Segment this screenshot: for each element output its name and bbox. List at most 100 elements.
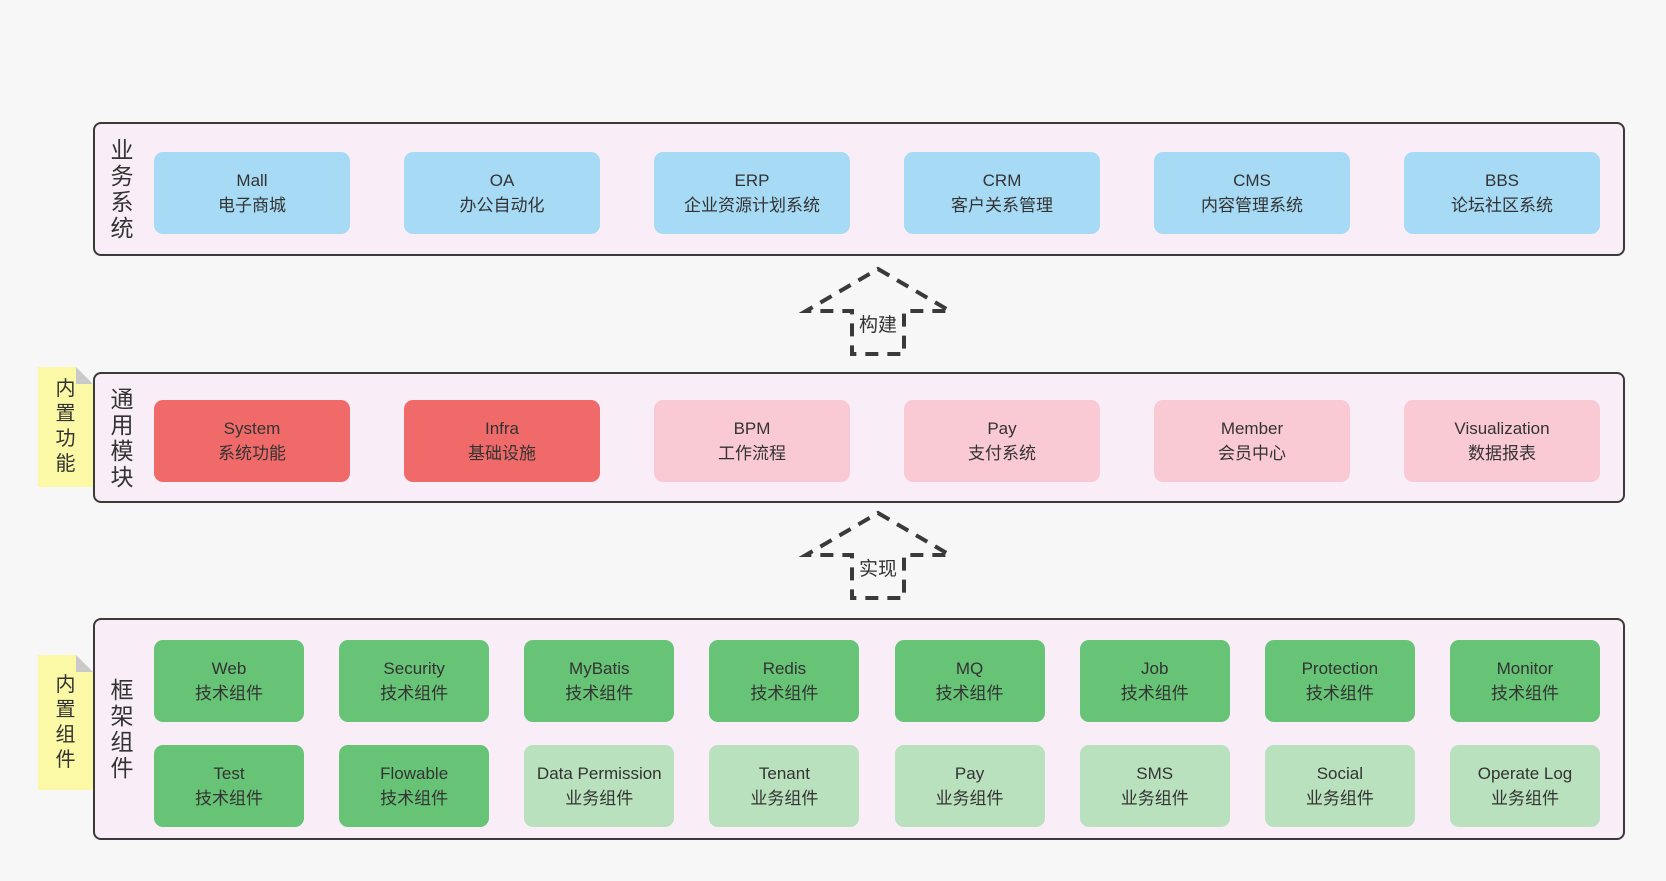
box-title: Visualization [1454,419,1550,438]
box-subtitle: 电子商城 [218,196,286,215]
box-subtitle: 业务组件 [750,789,819,808]
box-subtitle: 技术组件 [1490,684,1559,703]
box-subtitle: 技术组件 [195,684,263,703]
section-components-label: 框架组件 [110,677,134,781]
box-subtitle: 技术组件 [380,684,449,703]
box-member: Member 会员中心 [1154,400,1350,482]
implement-arrow-label-bg [854,554,902,582]
box-security: Security 技术组件 [339,640,490,722]
box-subtitle: 内容管理系统 [1201,196,1303,215]
box-title: Redis [762,659,807,678]
box-tenant: Tenant 业务组件 [709,745,860,827]
box-subtitle: 数据报表 [1468,444,1536,463]
box-infra: Infra 基础设施 [404,400,600,482]
box-subtitle: 业务组件 [1490,789,1559,808]
box-web: Web 技术组件 [154,640,304,722]
box-title: System [223,419,281,438]
box-mall: Mall 电子商城 [154,152,350,234]
box-subtitle: 业务组件 [1305,789,1374,808]
sticky-note-builtin-features: 内置功能 [38,367,93,487]
box-sms: SMS 业务组件 [1079,745,1230,827]
box-title: Data Permission [536,764,662,783]
box-flowable: Flowable 技术组件 [339,745,490,827]
box-visualization: Visualization 数据报表 [1404,400,1600,482]
box-mybatis: MyBatis 技术组件 [524,640,675,722]
implement-arrow-label: 实现 [859,558,897,580]
box-title: BBS [1484,171,1520,190]
box-subtitle: 会员中心 [1218,444,1286,463]
sticky-builtin-features-label: 内置功能 [55,378,76,475]
box-title: Member [1220,419,1284,438]
box-title: Infra [484,419,520,438]
box-subtitle: 论坛社区系统 [1451,196,1553,215]
box-title: Operate Log [1477,764,1573,783]
box-subtitle: 技术组件 [195,789,263,808]
box-title: Pay [954,764,985,783]
box-subtitle: 办公自动化 [459,196,545,215]
box-subtitle: 业务组件 [935,789,1004,808]
build-arrow-label: 构建 [859,314,897,336]
box-title: Protection [1301,659,1379,678]
box-title: MQ [955,659,984,678]
box-title: Social [1316,764,1363,783]
box-pay-component: Pay 业务组件 [894,745,1045,827]
box-erp: ERP 企业资源计划系统 [654,152,850,234]
box-title: ERP [734,171,770,190]
box-subtitle: 基础设施 [468,444,536,463]
box-subtitle: 业务组件 [565,789,634,808]
box-title: MyBatis [569,659,630,678]
box-bbs: BBS 论坛社区系统 [1404,152,1600,234]
section-common-modules: 通用模块 System 系统功能 Infra 基础设施 BPM 工作流程 Pay… [93,372,1625,503]
box-title: Monitor [1496,659,1554,678]
business-row: Mall 电子商城 OA 办公自动化 ERP 企业资源计划系统 CRM 客户关系… [154,152,1600,234]
box-title: Security [383,659,445,678]
box-subtitle: 客户关系管理 [951,196,1053,215]
box-mq: MQ 技术组件 [894,640,1045,722]
build-arrow-label-bg [854,310,902,338]
box-title: OA [489,171,515,190]
box-job: Job 技术组件 [1079,640,1230,722]
box-subtitle: 技术组件 [1120,684,1189,703]
box-protection: Protection 技术组件 [1264,640,1415,722]
box-operate-log: Operate Log 业务组件 [1449,745,1600,827]
box-subtitle: 工作流程 [718,444,786,463]
box-title: Tenant [758,764,810,783]
box-test: Test 技术组件 [154,745,304,827]
box-crm: CRM 客户关系管理 [904,152,1100,234]
box-title: BPM [733,419,771,438]
box-title: Job [1140,659,1169,678]
box-subtitle: 系统功能 [218,444,286,463]
sticky-note-builtin-components: 内置组件 [38,655,93,790]
components-row-2: Test 技术组件 Flowable 技术组件 Data Permission … [154,745,1600,827]
box-subtitle: 企业资源计划系统 [684,196,820,215]
modules-row: System 系统功能 Infra 基础设施 BPM 工作流程 Pay 支付系统… [154,400,1600,482]
box-subtitle: 业务组件 [1120,789,1189,808]
box-title: CRM [982,171,1022,190]
box-subtitle: 技术组件 [565,684,634,703]
box-data-permission: Data Permission 业务组件 [524,745,675,827]
section-modules-label: 通用模块 [110,385,134,490]
box-title: CMS [1233,171,1271,190]
box-subtitle: 技术组件 [750,684,819,703]
box-system: System 系统功能 [154,400,350,482]
box-bpm: BPM 工作流程 [654,400,850,482]
section-business-systems: 业务系统 Mall 电子商城 OA 办公自动化 ERP 企业资源计划系统 CRM… [93,122,1625,256]
implement-arrow-icon: 实现 [798,510,958,600]
box-cms: CMS 内容管理系统 [1154,152,1350,234]
box-pay-module: Pay 支付系统 [904,400,1100,482]
box-subtitle: 技术组件 [380,789,449,808]
sticky-builtin-components-label: 内置组件 [55,673,76,771]
box-title: Flowable [380,764,449,783]
section-business-label: 业务系统 [110,137,134,241]
components-row-1: Web 技术组件 Security 技术组件 MyBatis 技术组件 Redi… [154,640,1600,722]
box-title: Test [213,764,245,783]
box-title: SMS [1136,764,1174,783]
fold-corner-icon [76,367,93,384]
build-arrow-icon: 构建 [798,266,958,356]
box-subtitle: 技术组件 [935,684,1004,703]
section-framework-components: 框架组件 Web 技术组件 Security 技术组件 MyBatis 技术组件… [93,618,1625,840]
box-title: Mall [236,171,268,190]
box-monitor: Monitor 技术组件 [1449,640,1600,722]
box-social: Social 业务组件 [1264,745,1415,827]
